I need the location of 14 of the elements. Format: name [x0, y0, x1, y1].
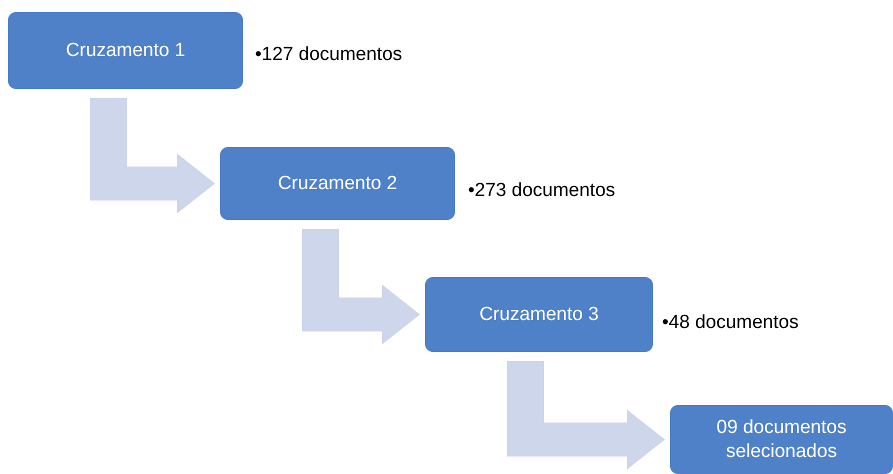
- bullet-note: •127 documentos: [255, 43, 402, 67]
- bent-arrow: [302, 229, 420, 344]
- process-box: [670, 405, 893, 474]
- box-label: 09 documentos selecionados: [716, 416, 848, 464]
- box-label: Cruzamento 1: [66, 38, 186, 62]
- box-label: Cruzamento 2: [278, 172, 398, 196]
- bullet-note: •273 documentos: [468, 179, 616, 203]
- process-box: [220, 147, 455, 220]
- process-box: [8, 12, 243, 89]
- process-box: [425, 277, 653, 352]
- bent-arrow: [90, 98, 215, 214]
- bullet-note: •48 documentos: [662, 311, 799, 335]
- bent-arrow: [507, 361, 665, 470]
- box-label: Cruzamento 3: [479, 302, 599, 326]
